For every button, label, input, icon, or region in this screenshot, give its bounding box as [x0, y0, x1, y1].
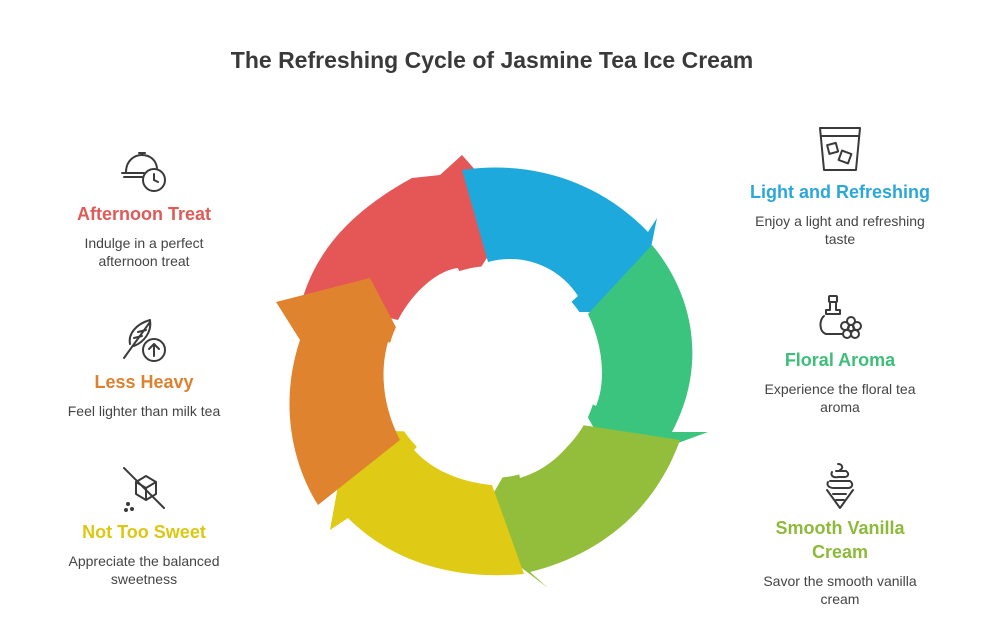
not-too-sweet-desc-line1: Appreciate the balanced	[68, 553, 220, 569]
less-heavy-heading: Less Heavy	[94, 372, 194, 392]
floral-desc-line2: aroma	[820, 399, 860, 415]
item-floral-aroma: Floral Aroma Experience the floral tea a…	[740, 292, 940, 416]
light-desc-line2: taste	[824, 231, 856, 247]
perfume-flower-icon	[819, 295, 862, 339]
smooth-vanilla-cream-description: Savor the smooth vanilla cream	[740, 572, 940, 608]
vanilla-heading-line1: Smooth Vanilla	[775, 518, 905, 538]
item-afternoon-treat: Afternoon Treat Indulge in a perfect aft…	[44, 146, 244, 270]
light-and-refreshing-heading: Light and Refreshing	[750, 182, 930, 202]
segment-yellow-arrow	[330, 430, 524, 576]
vanilla-heading-line2: Cream	[811, 542, 869, 562]
center-hole	[386, 266, 598, 478]
cloche-clock-icon	[121, 152, 166, 192]
iced-glass-icon	[819, 127, 861, 171]
less-heavy-description: Feel lighter than milk tea	[44, 402, 244, 420]
not-too-sweet-desc-line2: sweetness	[110, 571, 178, 587]
light-and-refreshing-description: Enjoy a light and refreshing taste	[740, 212, 940, 248]
item-less-heavy: Less Heavy Feel lighter than milk tea	[44, 314, 244, 420]
floral-aroma-heading: Floral Aroma	[784, 350, 896, 370]
not-too-sweet-description: Appreciate the balanced sweetness	[44, 552, 244, 588]
afternoon-treat-desc-line1: Indulge in a perfect	[84, 235, 204, 251]
segment-orange-arrow	[276, 278, 408, 505]
vanilla-desc-line2: cream	[820, 591, 860, 607]
afternoon-treat-heading: Afternoon Treat	[76, 204, 211, 224]
item-smooth-vanilla-cream: Smooth Vanilla Cream Savor the smooth va…	[740, 460, 940, 608]
smooth-vanilla-cream-heading: Smooth Vanilla Cream	[740, 516, 940, 564]
afternoon-treat-desc-line2: afternoon treat	[98, 253, 190, 269]
floral-aroma-description: Experience the floral tea aroma	[740, 380, 940, 416]
less-heavy-desc-line1: Feel lighter than milk tea	[67, 403, 221, 419]
afternoon-treat-description: Indulge in a perfect afternoon treat	[44, 234, 244, 270]
leaf-arrow-up-icon	[123, 319, 166, 362]
item-light-and-refreshing: Light and Refreshing Enjoy a light and r…	[740, 124, 940, 248]
segment-blue-arrow	[462, 167, 657, 312]
segment-green-arrow	[576, 245, 708, 466]
no-sugar-cube-icon	[123, 467, 165, 512]
not-too-sweet-heading: Not Too Sweet	[82, 522, 206, 542]
page-title: The Refreshing Cycle of Jasmine Tea Ice …	[230, 47, 754, 73]
ice-cream-cone-icon	[826, 463, 854, 509]
segment-lime-arrow	[472, 425, 680, 588]
vanilla-desc-line1: Savor the smooth vanilla	[763, 573, 917, 589]
item-not-too-sweet: Not Too Sweet Appreciate the balanced sw…	[44, 464, 244, 588]
floral-desc-line1: Experience the floral tea	[764, 381, 916, 397]
light-desc-line1: Enjoy a light and refreshing	[755, 213, 925, 229]
